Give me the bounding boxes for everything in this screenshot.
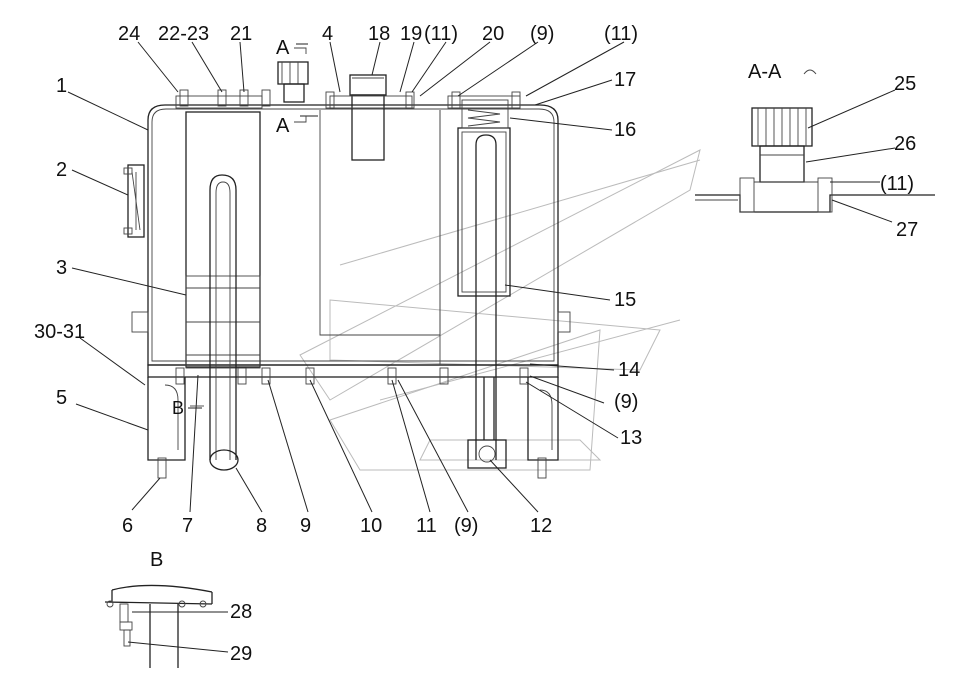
callout-11-paren-aa: (11) (880, 173, 914, 195)
callout-11: 11 (416, 515, 437, 537)
callout-1: 1 (56, 75, 67, 97)
section-arrows (190, 47, 817, 407)
callout-18: 18 (368, 23, 390, 45)
callout-6: 6 (122, 515, 133, 537)
callout-9: 9 (300, 515, 311, 537)
callout-30-31: 30-31 (34, 321, 85, 343)
callout-3: 3 (56, 257, 67, 279)
callout-21: 21 (230, 23, 252, 45)
callout-9-paren-right: (9) (614, 391, 638, 413)
callout-12: 12 (530, 515, 552, 537)
tank-body (131, 104, 571, 378)
callout-26: 26 (894, 133, 916, 155)
callout-20: 20 (482, 23, 504, 45)
detail-b-title: B (150, 549, 163, 571)
callout-labels: 1 2 3 30-31 5 6 7 8 9 10 11 (9) 12 13 14… (34, 23, 918, 665)
callout-7: 7 (182, 515, 193, 537)
callout-28: 28 (230, 601, 252, 623)
watermark (299, 149, 701, 471)
callout-9-paren-top: (9) (530, 23, 554, 45)
callout-29: 29 (230, 643, 252, 665)
section-a-label-top: A (276, 37, 290, 59)
callout-4: 4 (322, 23, 333, 45)
section-aa-title: A-A (748, 61, 782, 83)
leader-lines (67, 41, 896, 653)
detail-b-marker: B (172, 398, 184, 418)
return-filter (457, 99, 511, 469)
callout-14: 14 (618, 359, 640, 381)
level-gauge (123, 164, 145, 238)
callout-17: 17 (614, 69, 636, 91)
callout-27: 27 (896, 219, 918, 241)
callout-11-paren-top-right: (11) (604, 23, 638, 45)
callout-2: 2 (56, 159, 67, 181)
callout-5: 5 (56, 387, 67, 409)
callout-24: 24 (118, 23, 140, 45)
callout-25: 25 (894, 73, 916, 95)
section-a-label-mid: A (276, 115, 290, 137)
bottom-hardware (147, 367, 559, 479)
suction-strainer (185, 111, 261, 471)
callout-9-paren-bottom: (9) (454, 515, 478, 537)
top-fittings (175, 61, 521, 161)
callout-19: 19 (400, 23, 422, 45)
detail-b (104, 584, 213, 668)
callout-16: 16 (614, 119, 636, 141)
callout-8: 8 (256, 515, 267, 537)
callout-22-23: 22-23 (158, 23, 209, 45)
callout-10: 10 (360, 515, 382, 537)
callout-13: 13 (620, 427, 642, 449)
callout-15: 15 (614, 289, 636, 311)
callout-11-paren-top: (11) (424, 23, 458, 45)
section-aa-detail (695, 107, 935, 213)
